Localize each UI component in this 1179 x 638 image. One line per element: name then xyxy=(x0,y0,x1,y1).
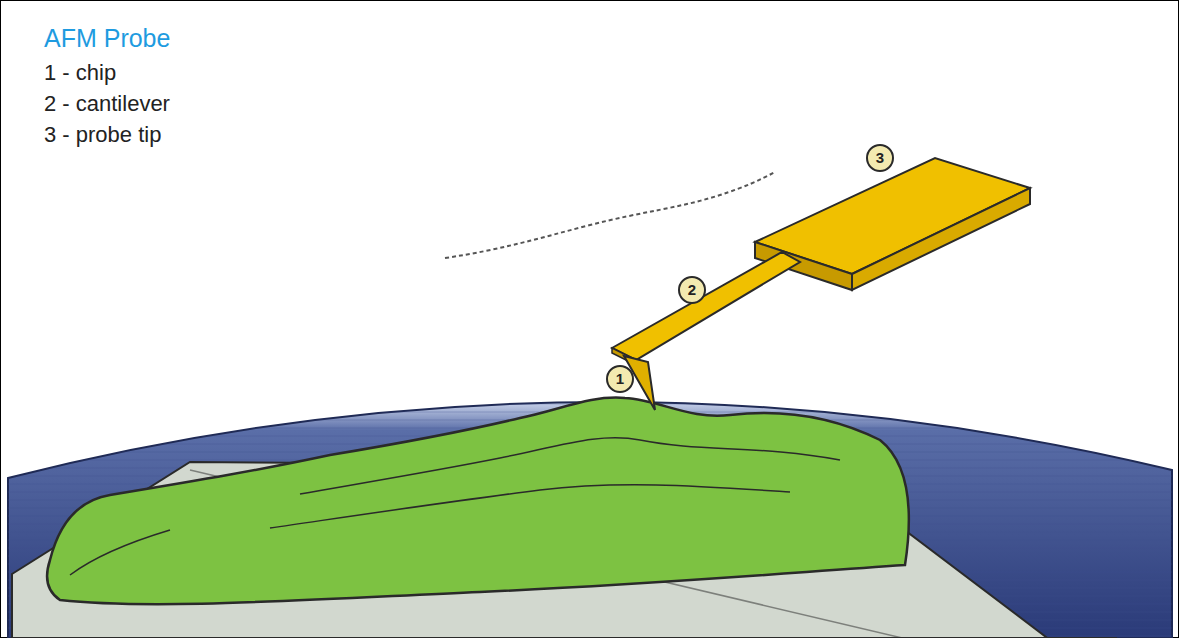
surface-contour xyxy=(300,438,840,494)
cantilever xyxy=(612,252,800,360)
callout-number: 3 xyxy=(867,145,893,171)
chip-front xyxy=(852,188,1030,290)
surface-contour xyxy=(270,485,790,528)
diagram-title: AFM Probe xyxy=(44,24,170,53)
callout-number: 1 xyxy=(607,366,633,392)
laser-beam xyxy=(445,172,775,258)
legend-item: 1 - chip xyxy=(44,60,116,86)
callout-circle xyxy=(679,277,705,303)
sample-surface xyxy=(47,398,909,605)
callout-circle xyxy=(607,366,633,392)
legend-item: 2 - cantilever xyxy=(44,91,170,117)
callout-number: 2 xyxy=(679,277,705,303)
legend-item: 3 - probe tip xyxy=(44,122,161,148)
surface-contour xyxy=(70,530,170,575)
callout-circle xyxy=(867,145,893,171)
